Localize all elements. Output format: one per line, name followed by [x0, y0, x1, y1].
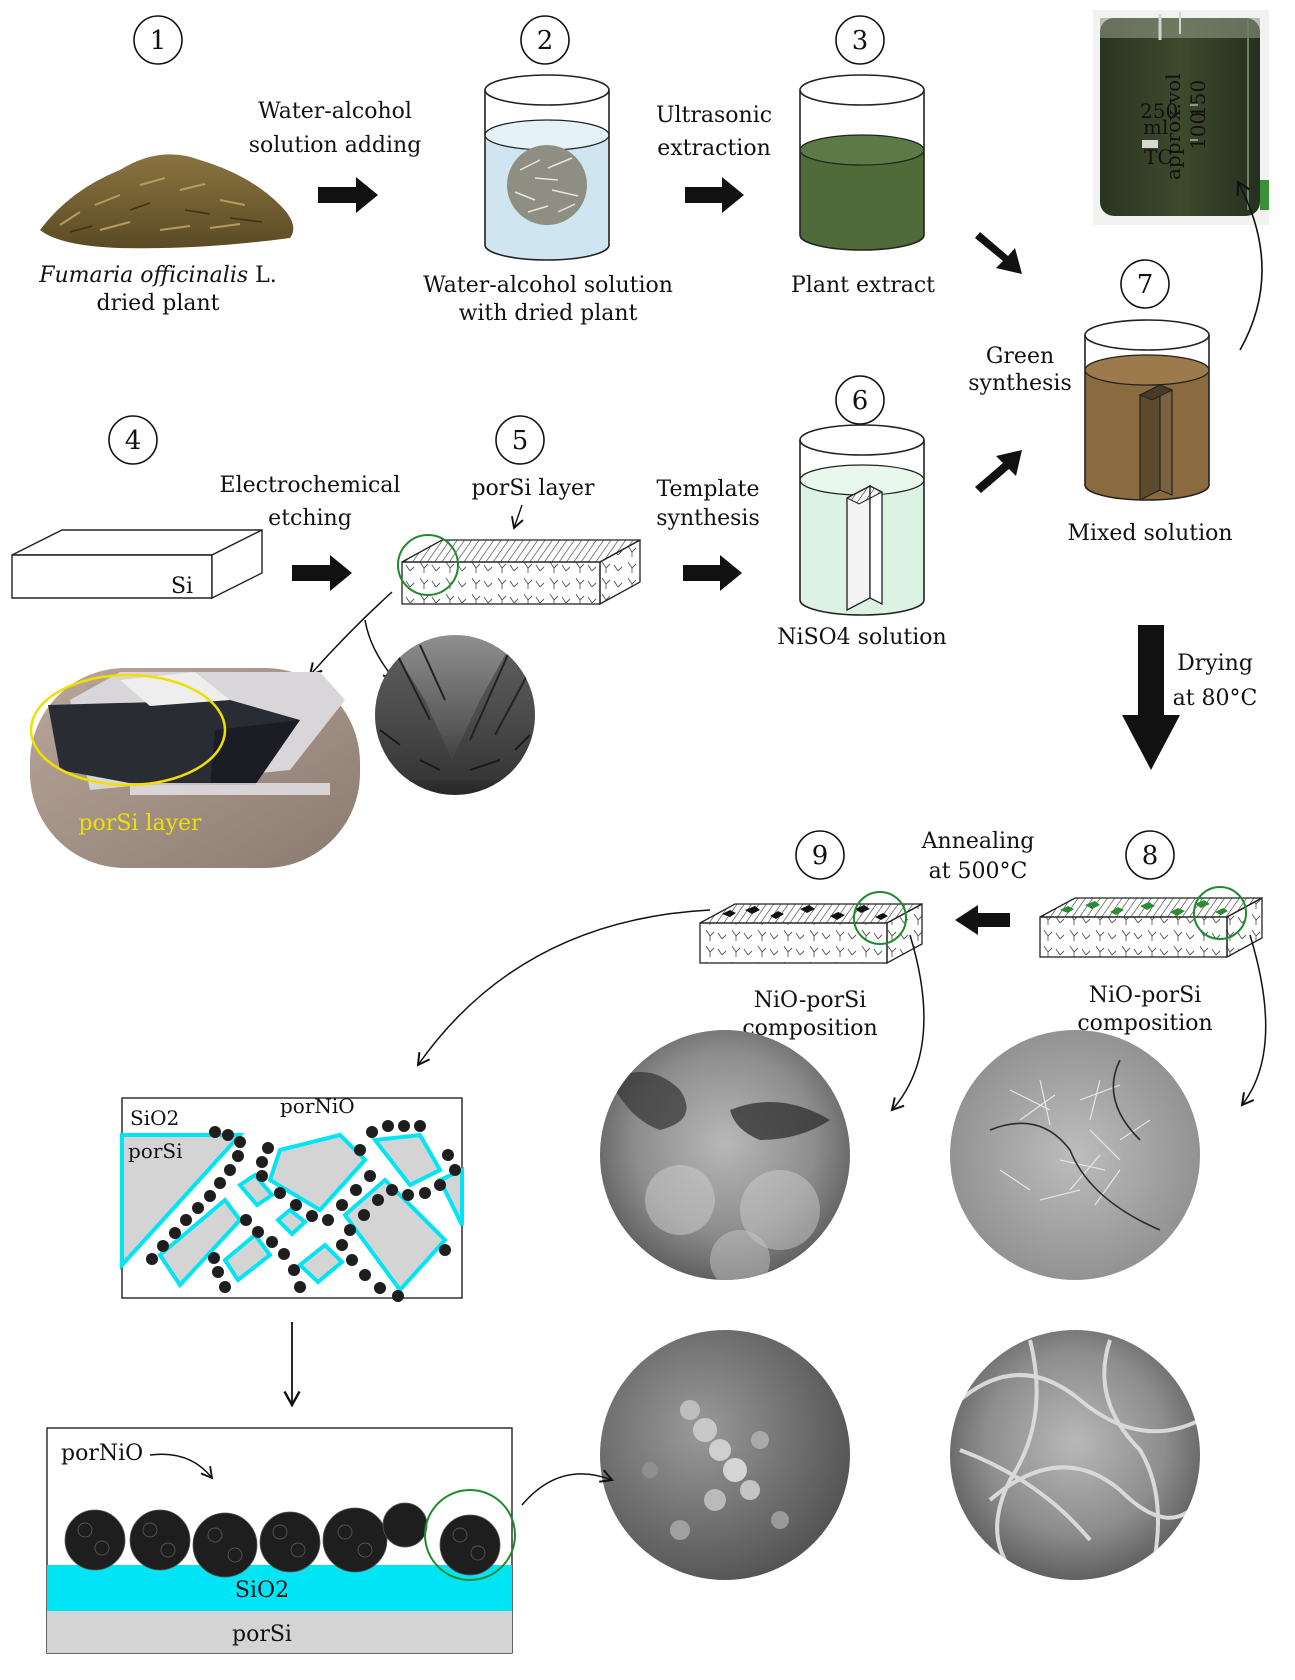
step-2-badge: 2	[520, 15, 570, 65]
arrow-3-to-7	[975, 232, 1022, 274]
annealing-label-2: at 500°C	[929, 859, 1028, 884]
svg-text:2: 2	[537, 26, 554, 56]
sem-nio-annealed-low	[600, 1030, 850, 1280]
mixed-solution-label: Mixed solution	[1067, 521, 1232, 546]
drying-label-1: Drying	[1177, 651, 1253, 676]
arrow-9-to-sem	[890, 934, 925, 1112]
beaker2-label-1: Water-alcohol solution	[423, 273, 673, 298]
svg-text:4: 4	[125, 426, 142, 456]
schematic-pornio-label: porNiO	[280, 1094, 355, 1118]
beaker2-label-2: with dried plant	[459, 301, 638, 326]
arrow-9-to-schematic	[416, 909, 711, 1067]
callout-circle-8	[1193, 886, 1247, 940]
callout-circle-9	[853, 891, 907, 945]
sem-porsi-cross-section	[375, 635, 535, 795]
svg-text:7: 7	[1137, 270, 1154, 300]
green-synthesis-label-2: synthesis	[968, 371, 1072, 396]
arrow-1-to-2	[318, 177, 378, 213]
electrochem-label-1: Electrochemical	[220, 473, 401, 498]
template-synthesis-label-2: synthesis	[656, 506, 760, 531]
nio-porsi-block-8	[1039, 896, 1263, 959]
electrochem-label-2: etching	[268, 506, 352, 531]
ultrasonic-label-2: extraction	[657, 136, 771, 161]
porous-si-block-5	[401, 538, 641, 606]
layer-pornio-label: porNiO	[61, 1441, 143, 1466]
arrow-5-to-photo	[308, 591, 393, 677]
arrow-layer-to-sem	[521, 1469, 614, 1506]
beaker-volume: 250	[1140, 99, 1178, 123]
ultrasonic-label-1: Ultrasonic	[656, 103, 772, 128]
beaker-approx: approx.vol	[1161, 73, 1185, 180]
drying-label-2: at 80°C	[1173, 686, 1258, 711]
svg-text:3: 3	[852, 26, 869, 56]
arrow-2-to-3	[685, 177, 744, 213]
arrow-7-to-photo	[1236, 180, 1263, 351]
plant-extract-label: Plant extract	[791, 273, 935, 298]
arrow-6-to-7	[975, 450, 1022, 493]
beaker-mark100: 100	[1186, 112, 1210, 150]
plant-caption-line1: Fumaria officinalis L.	[38, 263, 277, 288]
svg-text:6: 6	[852, 386, 869, 416]
si-wafer	[11, 528, 263, 600]
step-6-badge: 6	[835, 375, 885, 425]
schematic-sio2-label: SiO2	[130, 1106, 179, 1130]
step-9-badge: 9	[795, 830, 845, 880]
svg-text:1: 1	[150, 26, 167, 56]
green-synthesis-label-1: Green	[986, 344, 1054, 369]
water-alcohol-label-1: Water-alcohol	[258, 99, 412, 124]
water-alcohol-label-2: solution adding	[249, 133, 422, 158]
svg-text:5: 5	[512, 426, 529, 456]
arrow-4-to-5	[292, 555, 352, 591]
drying-arrow	[1122, 625, 1180, 770]
niso4-label: NiSO4 solution	[777, 625, 946, 650]
arrow-8-to-9	[955, 905, 1010, 935]
beaker-tc: TC	[1144, 145, 1173, 169]
sem-nio-green-low	[950, 1030, 1200, 1280]
beaker-plant-extract	[799, 74, 925, 251]
arrow-5-to-6	[683, 555, 742, 591]
porsi-pointer-arrow	[511, 504, 524, 530]
porsi-layer-label: porSi layer	[471, 476, 595, 501]
nio-porsi-block-9	[699, 902, 923, 965]
template-synthesis-label-1: Template	[657, 477, 760, 502]
callout-circle-layer	[424, 1489, 516, 1581]
beaker-water-plant	[484, 74, 610, 261]
photo-porsi-label: porSi layer	[78, 811, 202, 836]
svg-text:9: 9	[812, 841, 829, 871]
beaker-niso4	[799, 424, 925, 616]
beaker-mixed-solution	[1084, 319, 1210, 501]
annealing-label-1: Annealing	[921, 829, 1035, 854]
layer-sio2-label: SiO2	[235, 1578, 289, 1603]
step-4-badge: 4	[108, 415, 158, 465]
composition-9-label-1: NiO-porSi	[754, 988, 867, 1013]
sem-nio-green-high	[950, 1330, 1200, 1580]
beaker-photo: 250 ml TC approx.vol 150 100	[1093, 10, 1269, 225]
svg-text:8: 8	[1142, 841, 1159, 871]
arrow-8-to-sem	[1240, 934, 1267, 1107]
step-8-badge: 8	[1125, 830, 1175, 880]
step-3-badge: 3	[835, 15, 885, 65]
composition-8-label-1: NiO-porSi	[1089, 983, 1202, 1008]
callout-circle-5	[397, 534, 459, 596]
schematic-pore-structure: SiO2 porSi porNiO	[120, 1094, 464, 1302]
composition-8-label-2: composition	[1077, 1011, 1212, 1036]
layer-porsi-label: porSi	[232, 1622, 292, 1647]
beaker-mark150: 150	[1186, 80, 1210, 118]
step-5-badge: 5	[495, 415, 545, 465]
plant-caption-line2: dried plant	[97, 291, 220, 316]
pornio-pointer-arrow	[149, 1453, 214, 1480]
step-1-badge: 1	[133, 15, 183, 65]
sem-nio-annealed-high	[600, 1330, 850, 1580]
schematic-layer-stack: porNiO SiO2 porSi	[46, 1427, 513, 1654]
schematic-porsi-label: porSi	[128, 1139, 183, 1163]
porsi-sample-photo: porSi layer	[29, 668, 360, 868]
step-7-badge: 7	[1120, 259, 1170, 309]
si-label: Si	[171, 574, 193, 599]
beaker-unit: ml	[1143, 115, 1168, 139]
dried-plant-pile	[40, 154, 294, 249]
